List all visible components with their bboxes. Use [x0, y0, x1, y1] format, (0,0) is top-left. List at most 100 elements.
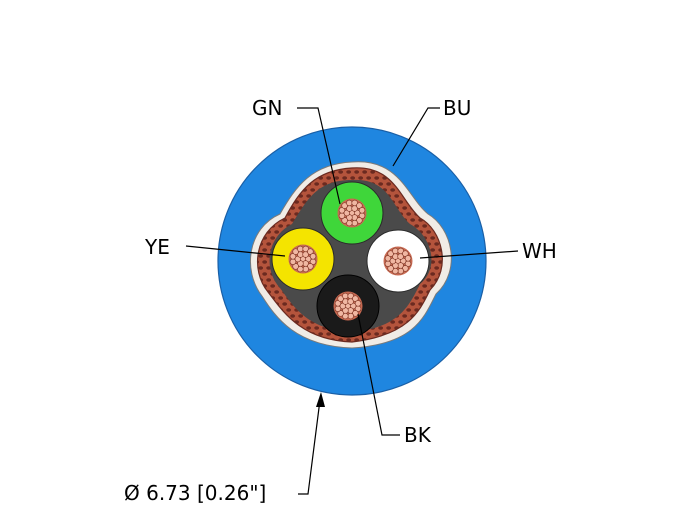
shield-strand — [426, 230, 432, 234]
leader-ye — [185, 245, 286, 257]
shield-strand — [274, 230, 280, 234]
leader-bk — [357, 313, 400, 436]
strand — [289, 258, 297, 265]
strand — [352, 310, 359, 317]
strand — [302, 265, 309, 273]
shield-strand — [257, 260, 260, 264]
shield-strand — [366, 176, 372, 180]
shield-strand — [266, 266, 272, 270]
shield-strand — [402, 206, 408, 210]
strand — [347, 292, 354, 300]
shield-strand — [422, 284, 428, 288]
shield-strand — [290, 314, 296, 318]
label-diameter: Ø 6.73 [0.26"] — [124, 481, 266, 505]
shield-strand — [366, 332, 372, 336]
strand — [309, 253, 317, 260]
shield-strand — [294, 200, 300, 204]
shield-strand — [258, 266, 264, 270]
shield-strand — [382, 176, 388, 180]
shield-strand — [334, 176, 340, 180]
shield-strand — [346, 338, 352, 342]
shield-strand — [394, 194, 400, 198]
shield-strand — [422, 224, 428, 228]
conductor-ye — [271, 227, 335, 291]
strand — [384, 255, 392, 262]
strand — [338, 212, 346, 219]
shield-strand — [306, 194, 312, 198]
label-gn: GN — [252, 96, 282, 120]
shield-strand — [266, 278, 272, 282]
shield-strand — [354, 338, 360, 342]
shield-strand — [298, 194, 304, 198]
label-wh: WH — [522, 239, 557, 263]
label-bk: BK — [404, 423, 432, 447]
shield-strand — [414, 308, 420, 312]
shield-strand — [358, 176, 364, 180]
shield-strand — [378, 326, 384, 330]
shield-strand — [410, 302, 416, 306]
shield-strand — [390, 320, 396, 324]
shield-strand — [414, 296, 420, 300]
shield-strand — [290, 206, 296, 210]
strand — [347, 312, 354, 320]
shield-strand — [386, 326, 392, 330]
strand — [351, 219, 358, 227]
strand — [302, 245, 309, 253]
strand — [404, 255, 412, 262]
strand — [297, 265, 304, 273]
shield-strand — [338, 170, 344, 174]
strand — [356, 202, 363, 209]
strand — [397, 247, 404, 255]
conductor-gn — [320, 181, 384, 245]
shield-strand — [354, 170, 360, 174]
shield-strand — [270, 284, 276, 288]
strand — [338, 207, 346, 214]
shield-strand — [434, 266, 440, 270]
shield-strand — [390, 188, 396, 192]
shield-strand — [406, 308, 412, 312]
strand — [307, 263, 314, 270]
shield-strand — [290, 218, 296, 222]
shield-strand — [262, 260, 268, 264]
shield-strand — [286, 308, 292, 312]
inner-filler — [269, 179, 432, 332]
leader-gn — [297, 107, 341, 205]
shield-strand — [302, 320, 308, 324]
strand — [358, 207, 366, 214]
shield-strand — [266, 242, 272, 246]
shield-strand — [262, 272, 268, 276]
strand — [387, 250, 394, 257]
shield-strand — [258, 254, 264, 258]
strand — [337, 295, 344, 302]
shield-strand — [430, 236, 436, 240]
shield-strand — [374, 176, 380, 180]
strand — [346, 199, 353, 207]
shield-strand — [310, 188, 316, 192]
shield-strand — [406, 212, 412, 216]
shield-strand — [414, 224, 420, 228]
shield-strand — [298, 314, 304, 318]
shield-strand — [418, 290, 424, 294]
arrow-head-icon — [316, 392, 325, 407]
strand — [351, 199, 358, 207]
shield-strand — [318, 332, 324, 336]
shield-strand — [314, 326, 320, 330]
shield-strand — [398, 200, 404, 204]
shield-strand — [410, 218, 416, 222]
strand — [342, 292, 349, 300]
strand — [341, 217, 348, 224]
shield-strand — [306, 326, 312, 330]
shield-strand — [362, 170, 368, 174]
strand — [334, 305, 342, 312]
strand — [402, 265, 409, 272]
strand — [337, 310, 344, 317]
shield-strand — [282, 218, 288, 222]
strand — [402, 250, 409, 257]
shield-strand — [398, 320, 404, 324]
shield-strand — [430, 248, 436, 252]
strand — [292, 263, 299, 270]
shield-strand — [426, 278, 432, 282]
shield-strand — [342, 176, 348, 180]
shield-strand — [418, 302, 424, 306]
strand — [356, 217, 363, 224]
